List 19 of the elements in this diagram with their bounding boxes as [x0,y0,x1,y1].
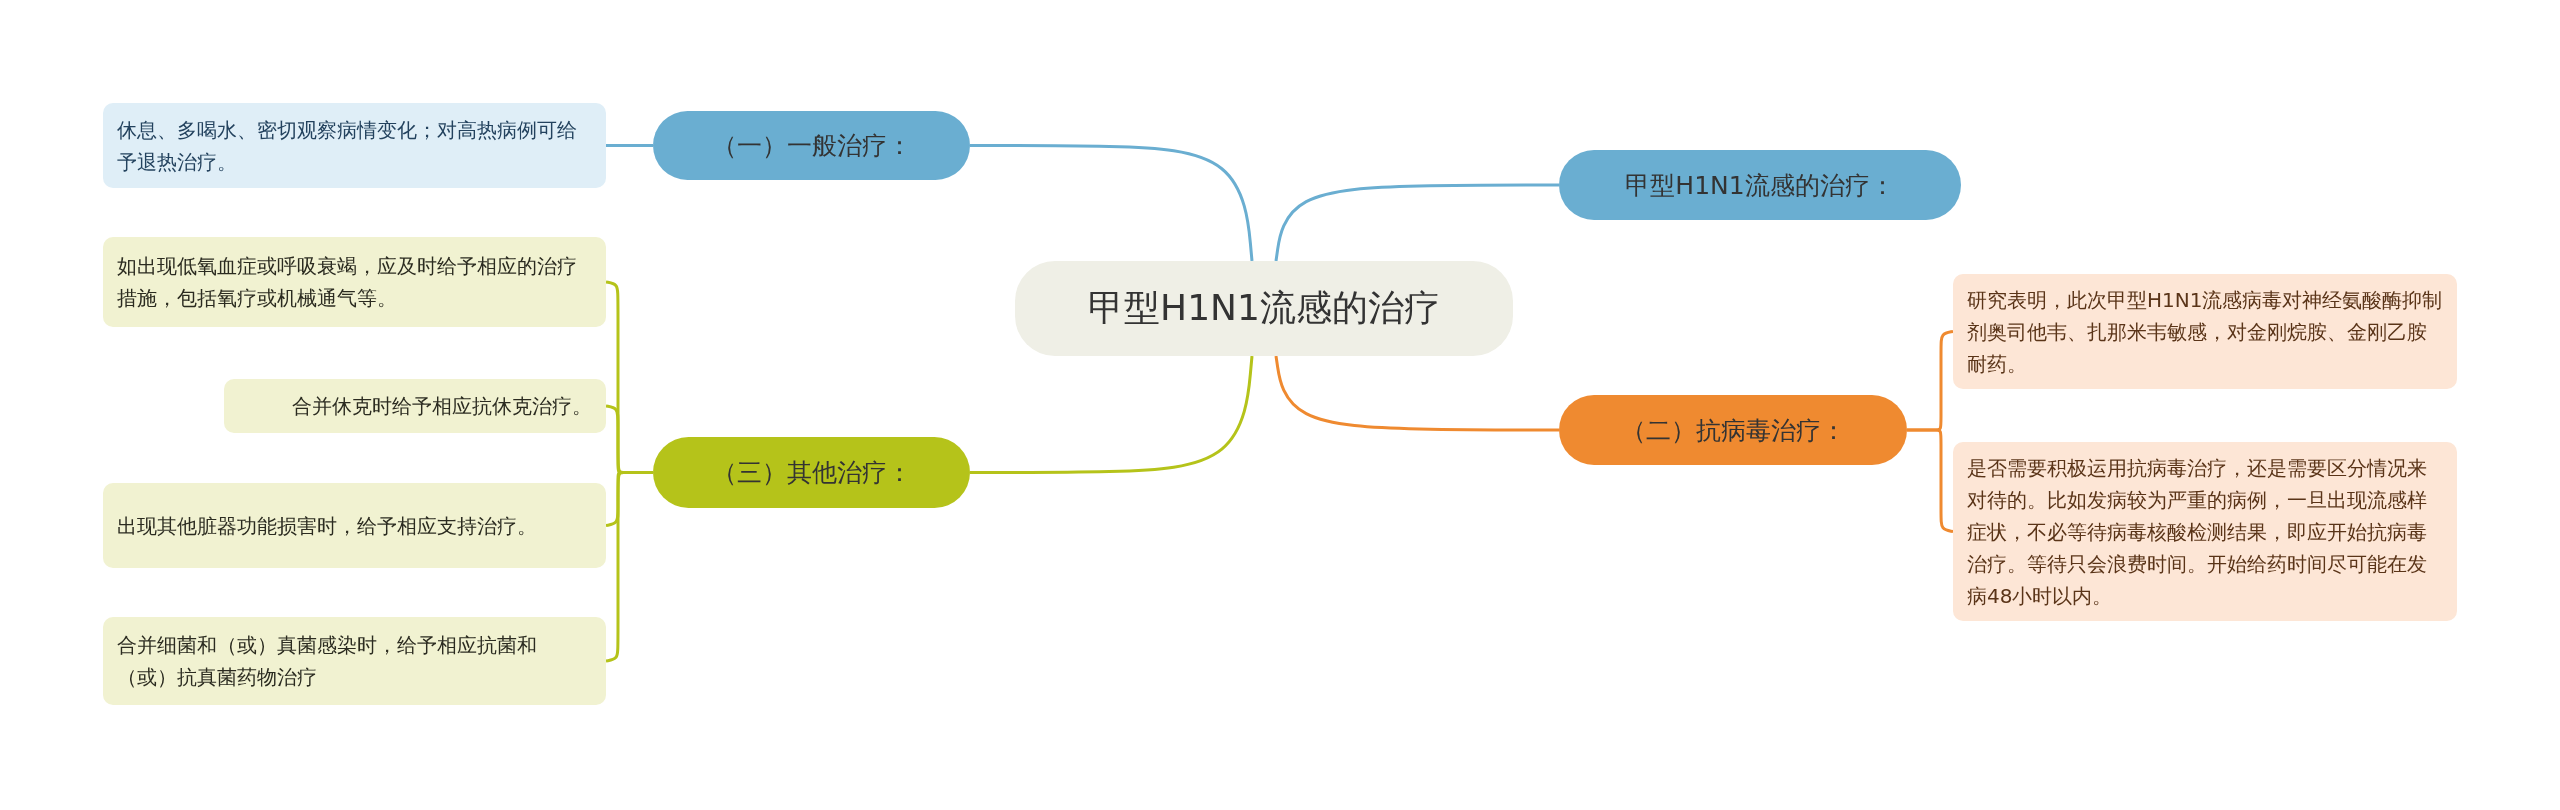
connector-line [970,144,1254,262]
connector-line [970,355,1254,474]
branch-topic: （二）抗病毒治疗： [1559,395,1907,465]
connector-line [1907,428,1954,533]
note-card: 合并细菌和（或）真菌感染时，给予相应抗菌和（或）抗真菌药物治疗 [103,617,606,705]
branch-topic: （三）其他治疗： [653,437,970,508]
connector-line [1274,355,1559,432]
branch-topic: （一）一般治疗： [653,111,970,180]
note-card: 研究表明，此次甲型H1N1流感病毒对神经氨酸酶抑制剂奥司他韦、扎那米韦敏感，对金刚烷胺、金刚乙胺耐药。 [1953,274,2457,389]
branch-topic: 甲型H1N1流感的治疗： [1559,150,1961,220]
note-card: 休息、多喝水、密切观察病情变化；对高热病例可给予退热治疗。 [103,103,606,188]
note-card: 出现其他脏器功能损害时，给予相应支持治疗。 [103,483,606,568]
connector-line [606,144,653,147]
note-card: 如出现低氧血症或呼吸衰竭，应及时给予相应的治疗措施，包括氧疗或机械通气等。 [103,237,606,327]
note-card: 是否需要积极运用抗病毒治疗，还是需要区分情况来对待的。比如发病较为严重的病例，一旦出现流感样症状，不必等待病毒核酸检测结果，即应开始抗病毒治疗。等待只会浪费时间。开始给药时间尽可能在发病48小时以内。 [1953,442,2457,621]
connector-line [1274,183,1559,262]
connector-line [605,471,653,663]
note-card: 合并休克时给予相应抗休克治疗。 [224,379,606,433]
central-topic: 甲型H1N1流感的治疗 [1015,261,1513,356]
